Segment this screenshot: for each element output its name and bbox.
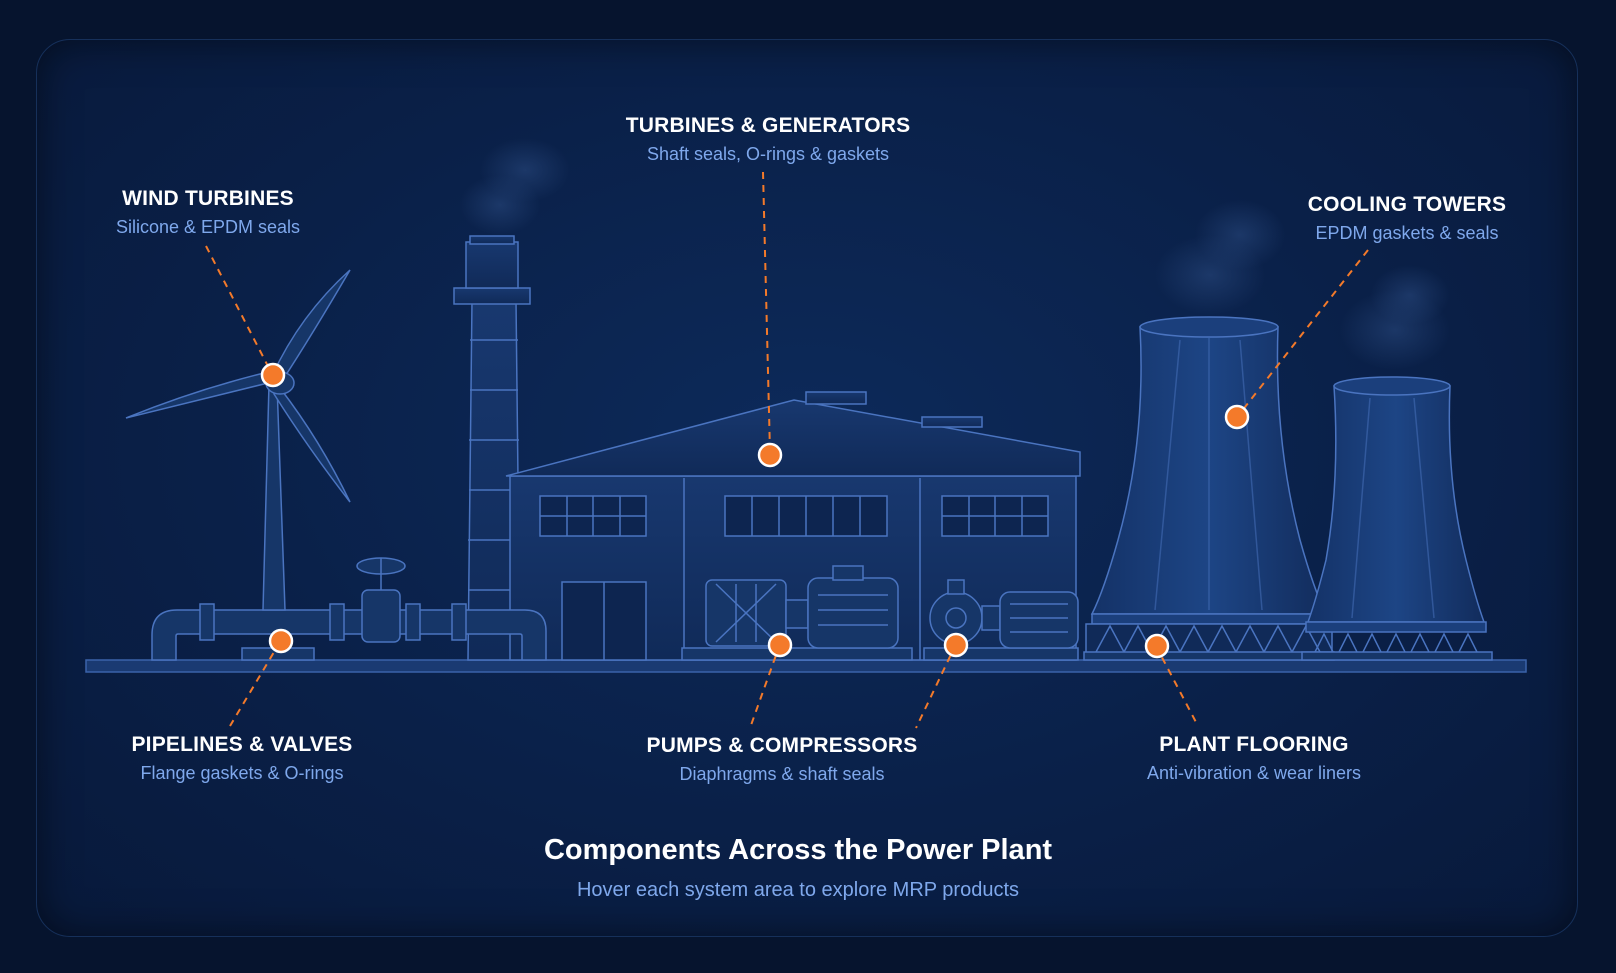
hotspot-cooling-towers[interactable] [1224,404,1250,430]
callout-subtitle: Silicone & EPDM seals [115,217,301,237]
hotspot-pipelines-valves[interactable] [268,628,294,654]
ground-slab [85,659,1527,673]
diagram-footer: Components Across the Power Plant Hover … [544,834,1052,902]
cooling-tower-secondary [1301,376,1493,661]
cooling-tower-main [1083,316,1335,661]
callout-title: COOLING TOWERS [1307,193,1507,216]
pipeline-valve [151,557,547,661]
callout-title: WIND TURBINES [122,187,294,210]
leader-lines [205,171,1369,729]
callout-turbines-generators[interactable]: TURBINES & GENERATORS Shaft seals, O-rin… [626,114,911,165]
leader-cooling [1237,249,1369,417]
callout-subtitle: Anti-vibration & wear liners [1146,763,1362,783]
callout-wind-turbines[interactable]: WIND TURBINES Silicone & EPDM seals [116,187,300,238]
diagram-subtitle: Hover each system area to explore MRP pr… [576,879,1020,901]
callout-subtitle: Flange gaskets & O-rings [140,763,344,783]
callout-title: PUMPS & COMPRESSORS [646,734,918,757]
hotspot-markers [260,362,1250,659]
pump-machinery [681,565,1079,661]
callout-title: PIPELINES & VALVES [131,733,353,756]
callout-subtitle: EPDM gaskets & seals [1315,223,1499,243]
leader-pumps-2 [915,643,957,729]
callout-subtitle: Diaphragms & shaft seals [679,764,885,784]
leader-pipelines [229,641,281,727]
wind-turbine [125,269,351,611]
hotspot-compressors[interactable] [943,632,969,658]
callout-plant-flooring[interactable]: PLANT FLOORING Anti-vibration & wear lin… [1147,733,1361,784]
hotspot-turbines-generators[interactable] [757,442,783,468]
smoke-clouds [460,138,1450,370]
hotspot-plant-flooring[interactable] [1144,633,1170,659]
leader-flooring [1155,645,1199,727]
chimney [453,235,531,661]
callout-subtitle: Shaft seals, O-rings & gaskets [646,144,890,164]
leader-pumps-1 [749,643,781,729]
callout-pipelines-valves[interactable]: PIPELINES & VALVES Flange gaskets & O-ri… [131,733,352,784]
leader-wind [205,245,273,375]
callout-cooling-towers[interactable]: COOLING TOWERS EPDM gaskets & seals [1308,193,1506,244]
hotspot-wind-turbines[interactable] [260,362,286,388]
hotspot-pumps[interactable] [767,632,793,658]
callout-pumps-compressors[interactable]: PUMPS & COMPRESSORS Diaphragms & shaft s… [646,734,917,785]
callout-title: PLANT FLOORING [1159,733,1349,756]
diagram-title: Components Across the Power Plant [543,834,1053,866]
callout-title: TURBINES & GENERATORS [625,114,911,137]
